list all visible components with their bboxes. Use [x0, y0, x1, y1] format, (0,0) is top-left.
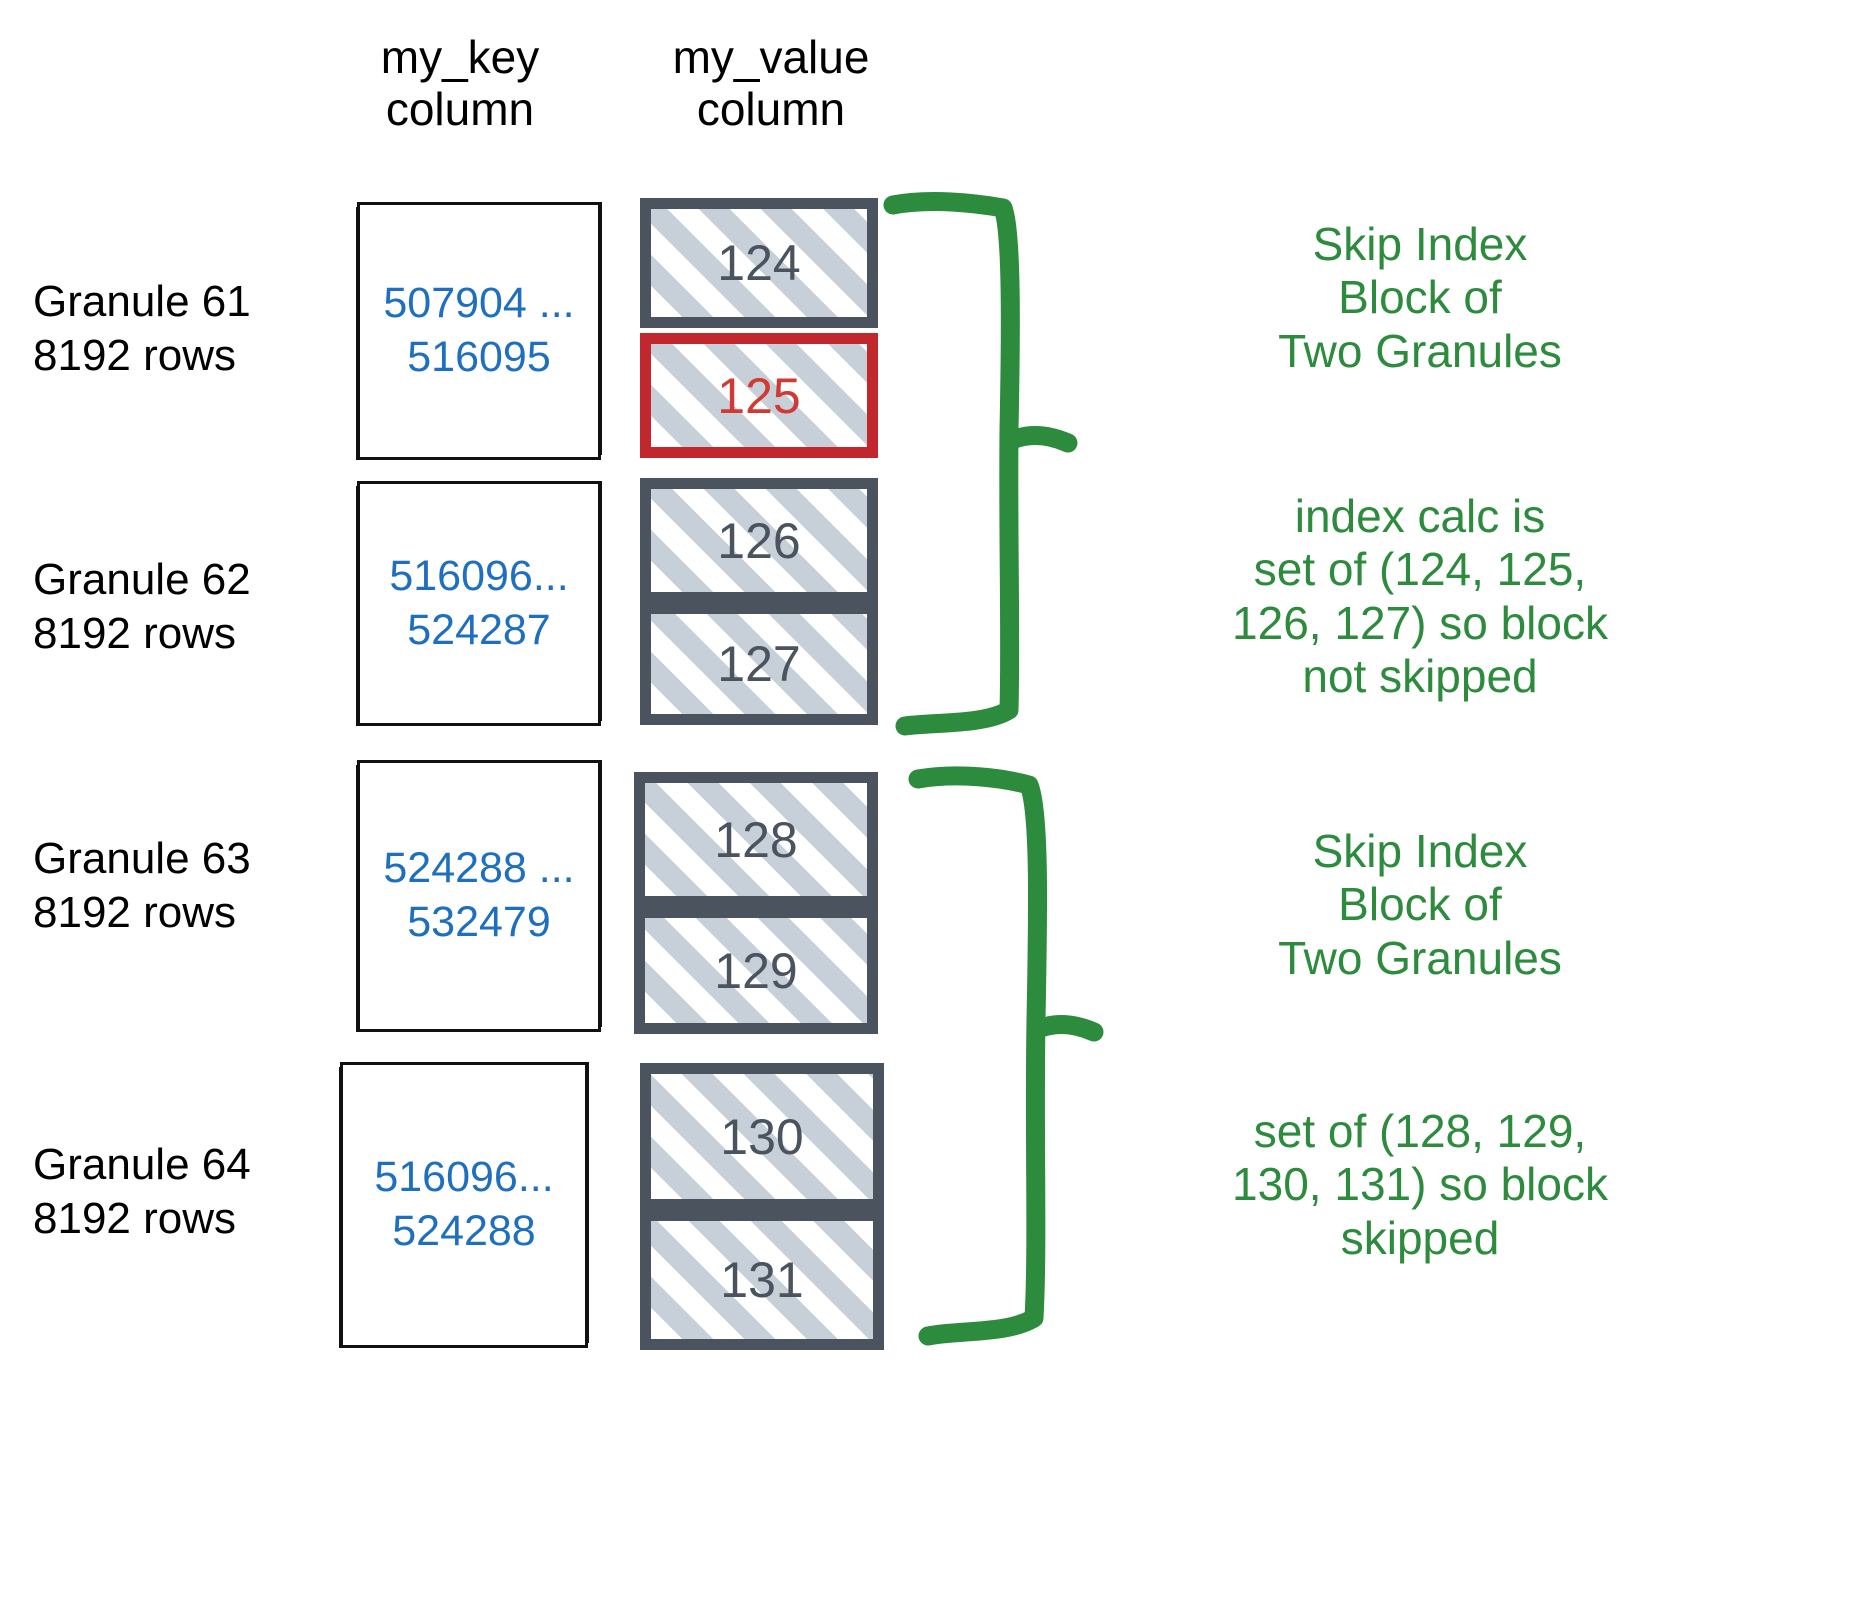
column-header-my-value: my_value column — [672, 31, 870, 135]
bracket-granules-63-64 — [908, 766, 1048, 1346]
value-box-128: 128 — [634, 772, 878, 907]
value-label-127: 127 — [717, 636, 801, 692]
value-label-125: 125 — [717, 367, 801, 424]
annotation-block-1-note: index calc is set of (124, 125, 126, 127… — [1232, 490, 1608, 703]
granule-label-64: Granule 64 8192 rows — [33, 1140, 251, 1243]
annotation-block-2-title: Skip Index Block of Two Granules — [1278, 825, 1562, 984]
annotation-block-1-title: Skip Index Block of Two Granules — [1278, 218, 1562, 377]
value-label-126: 126 — [717, 512, 801, 569]
value-box-126: 126 — [640, 478, 878, 603]
value-label-128: 128 — [714, 811, 798, 868]
key-box-granule-63: 524288 ... 532479 — [356, 760, 602, 1032]
value-label-130: 130 — [720, 1108, 804, 1165]
key-box-granule-61: 507904 ... 516095 — [356, 202, 602, 460]
granule-label-62: Granule 62 8192 rows — [33, 555, 251, 658]
annotation-block-2-note: set of (128, 129, 130, 131) so block ski… — [1232, 1105, 1608, 1264]
key-range-granule-61: 507904 ... 516095 — [383, 279, 575, 381]
value-label-131: 131 — [720, 1252, 804, 1308]
value-box-124: 124 — [640, 198, 878, 328]
value-box-125: 125 — [640, 333, 878, 458]
value-label-124: 124 — [717, 235, 801, 291]
bracket-tip-1 — [1002, 426, 1078, 453]
bracket-tip-2 — [1028, 1015, 1104, 1042]
column-header-my-key: my_key column — [380, 31, 540, 135]
key-range-granule-63: 524288 ... 532479 — [383, 844, 575, 946]
value-box-130: 130 — [640, 1063, 884, 1210]
key-box-granule-64: 516096... 524288 — [339, 1062, 589, 1348]
value-label-129: 129 — [714, 942, 798, 999]
value-box-129: 129 — [634, 907, 878, 1034]
value-box-127: 127 — [640, 603, 878, 725]
key-box-granule-62: 516096... 524287 — [356, 481, 602, 726]
value-box-131: 131 — [640, 1210, 884, 1350]
key-range-granule-64: 516096... 524288 — [374, 1153, 554, 1255]
bracket-granules-61-62 — [883, 192, 1020, 736]
granule-label-61: Granule 61 8192 rows — [33, 277, 251, 380]
granule-label-63: Granule 63 8192 rows — [33, 834, 251, 937]
key-range-granule-62: 516096... 524287 — [389, 551, 569, 654]
